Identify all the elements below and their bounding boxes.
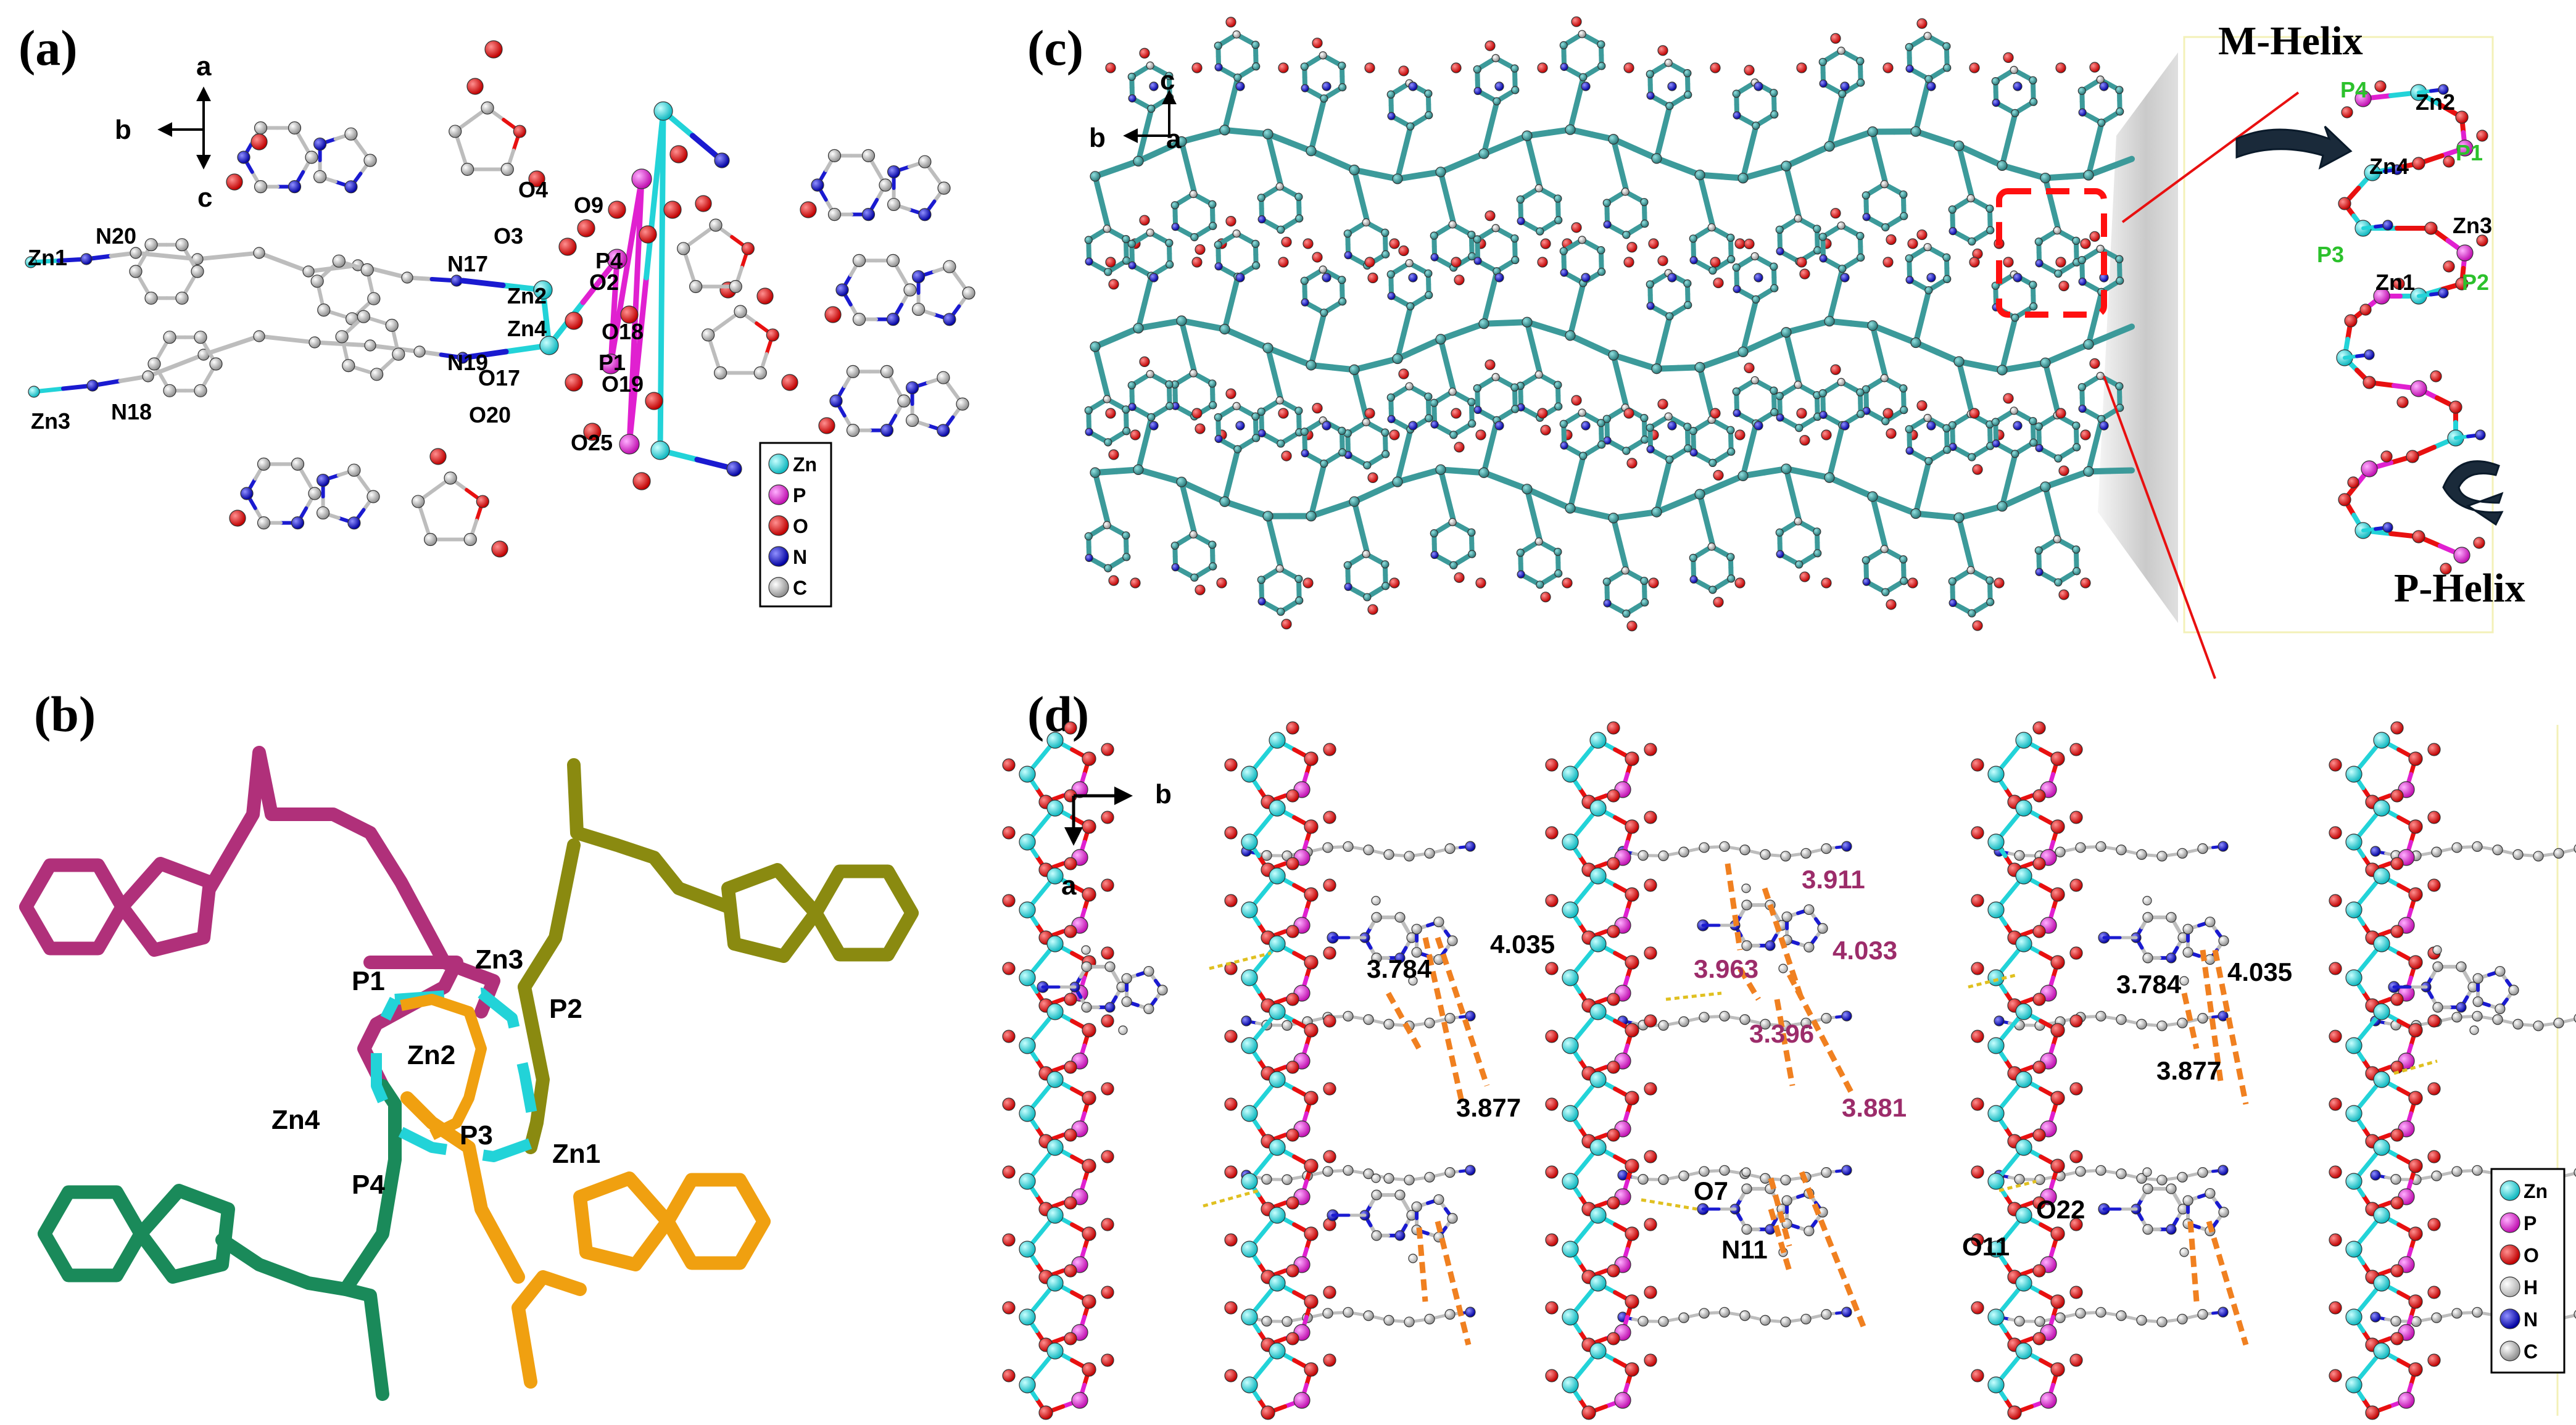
label-zn4: Zn4 [507, 316, 547, 341]
dist-3784-right: 3.784 [2116, 970, 2182, 999]
m-helix-arrow-icon [2235, 125, 2353, 170]
label-o19: O19 [602, 371, 644, 397]
label-o3: O3 [494, 223, 523, 249]
label-o2: O2 [589, 270, 619, 295]
panel-d-axis-b: b [1155, 779, 1172, 809]
panel-a-atom-labels: Zn1 N20 Zn3 N18 N17 N19 Zn2 Zn4 O3 O4 O9… [28, 177, 644, 455]
highlight-box [1996, 188, 2107, 318]
zoom-line-top [2121, 91, 2300, 223]
label-b-p3: P3 [460, 1120, 493, 1150]
panel-c-axis-c: c [1160, 65, 1175, 96]
helix-label-zn3: Zn3 [2453, 213, 2492, 238]
label-o20: O20 [469, 402, 511, 428]
legend-d-c: C [2524, 1340, 2538, 1363]
dist-3396: 3.396 [1749, 1019, 1814, 1048]
label-n17: N17 [447, 251, 488, 276]
label-zn2: Zn2 [507, 283, 547, 308]
label-b-zn3: Zn3 [475, 944, 523, 975]
label-b-zn1: Zn1 [552, 1139, 600, 1169]
legend-d-p: P [2524, 1212, 2537, 1234]
helix-label-p1: P1 [2456, 140, 2483, 165]
panel-b-strands [19, 746, 919, 1401]
legend-a-c: C [793, 577, 807, 599]
helix-inset [2336, 80, 2488, 575]
panel-d-axis-a: a [1061, 870, 1077, 901]
panel-d-axes: b a [1061, 779, 1172, 901]
legend-d-h: H [2524, 1276, 2538, 1299]
panel-d-network [1002, 721, 2576, 1420]
panel-c-axes: c b a [1089, 65, 1182, 154]
label-n19: N19 [447, 350, 488, 375]
dist-3881: 3.881 [1842, 1093, 1907, 1122]
label-b-zn2: Zn2 [407, 1040, 455, 1070]
label-o25: O25 [571, 430, 613, 455]
panel-a: (a) a b c Zn1 N20 Zn3 N18 N17 N19 Zn2 Zn… [19, 20, 975, 608]
p-helix-arrow-icon [2442, 460, 2504, 526]
label-zn3: Zn3 [31, 408, 70, 434]
panel-a-molecule [25, 40, 975, 558]
helix-label-p2: P2 [2462, 270, 2489, 295]
dist-3963: 3.963 [1694, 954, 1758, 983]
panel-a-axis-a: a [196, 51, 212, 81]
helix-label-p3: P3 [2317, 242, 2344, 267]
legend-a-zn: Zn [793, 453, 817, 476]
label-zn1: Zn1 [28, 245, 67, 270]
label-n11: N11 [1721, 1235, 1768, 1264]
dist-4035-right: 4.035 [2227, 957, 2292, 986]
panel-b-atom-labels: P1 Zn3 P2 Zn2 Zn4 P3 Zn1 P4 [271, 944, 600, 1200]
p-helix-label: P-Helix [2394, 566, 2525, 611]
label-o18: O18 [602, 319, 644, 344]
label-p1: P1 [598, 350, 626, 375]
dist-3911: 3.911 [1802, 865, 1865, 894]
helix-label-zn1: Zn1 [2375, 270, 2415, 295]
panel-c-chains [1084, 16, 2135, 632]
panel-d-distance-labels: 4.035 3.784 3.877 3.784 4.035 3.877 3.91… [1367, 865, 2292, 1264]
label-o11: O11 [1962, 1232, 2010, 1261]
legend-a-n: N [793, 546, 807, 568]
panel-a-axis-b: b [115, 115, 131, 145]
legend-a-p: P [793, 484, 806, 506]
panel-b-label: (b) [34, 686, 96, 742]
panel-d: (d) b a 4.035 3.784 3.877 3.784 4.035 3.… [1002, 686, 2576, 1420]
legend-d-o: O [2524, 1244, 2539, 1266]
panel-b: (b) P1 Zn3 P2 Zn2 Zn4 P3 Zn1 P4 [19, 686, 919, 1401]
helix-label-zn4: Zn4 [2369, 154, 2409, 179]
zoom-line-bottom [2103, 376, 2216, 679]
dist-3784-left: 3.784 [1367, 954, 1432, 983]
legend-a-o: O [793, 515, 808, 537]
helix-label-p4: P4 [2340, 77, 2367, 102]
label-b-p1: P1 [352, 966, 385, 996]
helix-inset-frame [2183, 36, 2494, 634]
label-b-p2: P2 [549, 994, 582, 1024]
legend-d-zn: Zn [2524, 1180, 2548, 1202]
label-o22: O22 [2036, 1195, 2085, 1224]
panel-c-label: (c) [1027, 20, 1083, 76]
panel-c-axis-b: b [1089, 123, 1106, 153]
legend-d-n: N [2524, 1308, 2538, 1331]
helix-labels: M-Helix P-Helix Zn2 Zn4 Zn3 Zn1 P4 P1 P3… [2218, 19, 2525, 611]
label-o4: O4 [518, 177, 548, 202]
label-p4: P4 [595, 248, 623, 273]
m-helix-label: M-Helix [2218, 19, 2363, 64]
dist-4033: 4.033 [1833, 936, 1897, 965]
helix-label-zn2: Zn2 [2416, 89, 2455, 115]
dist-3877-left: 3.877 [1456, 1093, 1521, 1122]
panel-a-label: (a) [19, 20, 78, 76]
label-b-p4: P4 [352, 1170, 385, 1200]
dist-4035-left: 4.035 [1490, 930, 1555, 959]
label-n20: N20 [96, 223, 136, 249]
label-o9: O9 [574, 192, 603, 218]
dist-3877-right: 3.877 [2156, 1056, 2221, 1085]
panel-a-axes: a b c [115, 51, 212, 213]
label-o17: O17 [478, 365, 520, 390]
panel-c-axis-a: a [1166, 124, 1182, 154]
label-n18: N18 [111, 399, 152, 424]
label-b-zn4: Zn4 [271, 1105, 320, 1135]
panel-a-axis-c: c [197, 183, 212, 213]
label-o7: O7 [1694, 1176, 1728, 1205]
panel-c: (c) c b a M-Helix P-Helix Zn2 Zn4 Zn3 Zn… [1027, 16, 2525, 679]
